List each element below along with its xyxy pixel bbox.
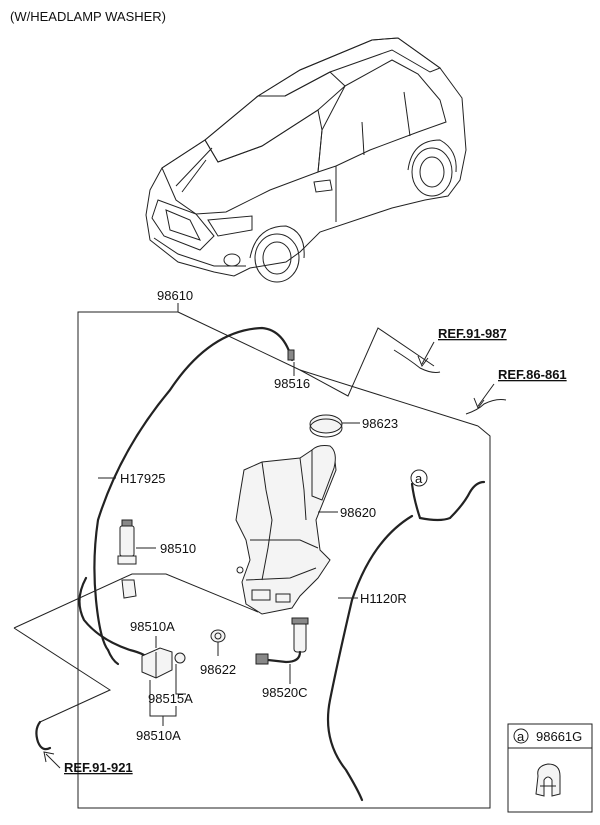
label-98623: 98623 bbox=[362, 416, 398, 431]
label-98610: 98610 bbox=[157, 288, 193, 303]
inset-marker-letter: a bbox=[517, 729, 525, 744]
label-98510: 98510 bbox=[160, 541, 196, 556]
reservoir-cap bbox=[309, 414, 343, 438]
diagram-title: (W/HEADLAMP WASHER) bbox=[10, 9, 166, 24]
headlamp-washer-pump bbox=[141, 647, 186, 679]
label-98515A: 98515A bbox=[148, 691, 193, 706]
reservoir-tank bbox=[235, 445, 337, 615]
washer-hoses bbox=[35, 326, 507, 802]
label-H1120R: H1120R bbox=[360, 591, 407, 606]
ref-label-bottom[interactable]: REF.91-921 bbox=[64, 760, 133, 775]
label-98622: 98622 bbox=[200, 662, 236, 677]
label-98520C: 98520C bbox=[262, 685, 308, 700]
label-98510A-top: 98510A bbox=[130, 619, 175, 634]
grommet bbox=[210, 629, 226, 643]
label-H17925: H17925 bbox=[120, 471, 166, 486]
inset-part-number: 98661G bbox=[536, 729, 582, 744]
vehicle-illustration bbox=[145, 37, 467, 283]
level-sensor bbox=[255, 617, 309, 665]
callout-marker bbox=[410, 469, 428, 487]
inset-box bbox=[507, 723, 593, 813]
washer-pump bbox=[117, 519, 137, 599]
label-98620: 98620 bbox=[340, 505, 376, 520]
label-98516: 98516 bbox=[274, 376, 310, 391]
callout-letter: a bbox=[415, 471, 423, 486]
assembly-bracket-lines bbox=[13, 303, 491, 809]
ref-label-top[interactable]: REF.91-987 bbox=[438, 326, 507, 341]
label-98510A-bottom: 98510A bbox=[136, 728, 181, 743]
ref-label-right[interactable]: REF.86-861 bbox=[498, 367, 567, 382]
nozzle-connector bbox=[287, 349, 295, 376]
